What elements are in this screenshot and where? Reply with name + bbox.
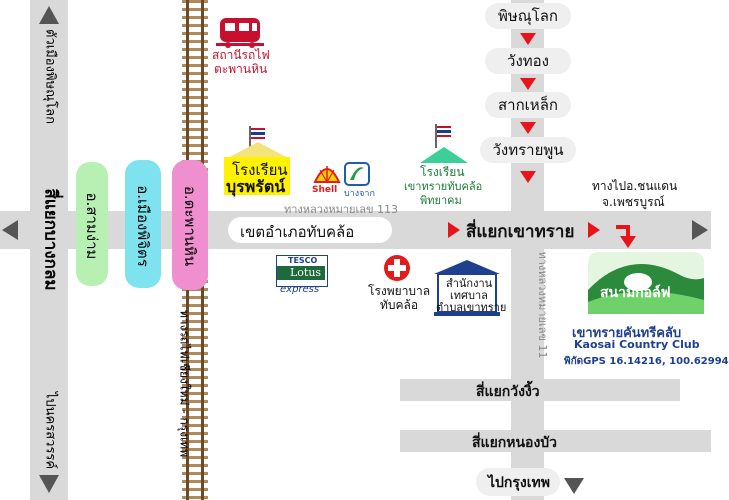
route-sak-lek: สากเหล็ก (485, 92, 571, 118)
label-school-1-line2: บุรพรัตน์ (226, 177, 286, 196)
label-school-2-line2: เขาทรายทับคล้อ (404, 180, 483, 193)
route-wang-thong: วังทอง (485, 48, 571, 74)
label-highway-113: ทางหลวงหมายเลข 113 (284, 203, 398, 216)
arrow-turn-icon (614, 224, 638, 250)
route-to-bangkok (476, 468, 560, 496)
office-building-icon (432, 258, 502, 316)
label-district-border: เขตอำเภอทับคล้อ (240, 223, 355, 241)
label-hospital-2: ทับคล้อ (380, 298, 419, 312)
label-nong-bua-junction: สี่แยกหนองบัว (472, 435, 558, 451)
label-gps: พิกัดGPS 16.14216, 100.62994 (564, 356, 729, 367)
label-office-2: เทศบาล (450, 289, 488, 302)
arrow-down-icon (520, 78, 536, 90)
label-golf-en: Kaosai Country Club (574, 338, 700, 351)
label-wang-ngio-junction: สี่แยกวังงิ้ว (476, 384, 540, 400)
label-railway: ทางรถไฟเชียงใหม่ - กรุงเทพ (177, 309, 192, 458)
arrow-right-icon (448, 222, 460, 238)
label-sam-ngam: อ.สามง่าม (83, 192, 101, 260)
arrow-down-icon (520, 33, 536, 45)
school-roof-icon (228, 142, 288, 158)
label-to-chon-daen-2: จ.เพชรบูรณ์ (602, 195, 665, 209)
pill-sam-ngam (76, 162, 108, 286)
district-border-badge (228, 217, 392, 243)
label-school-1-line1: โรงเรียน (232, 161, 288, 179)
hospital-cross-icon (383, 254, 411, 282)
label-khao-sai-junction: สี่แยกเขาทราย (466, 222, 575, 242)
label-school-2-line1: โรงเรียน (420, 165, 465, 179)
label-golf-th-2: เขาทรายคันทรีคลับ (572, 326, 682, 341)
label-lotus: Lotus (290, 266, 322, 279)
tesco-lotus-logo (276, 255, 328, 287)
label-to-nakhon-sawan: ไปนครสวรรค์ (42, 391, 58, 470)
arrow-left-icon (2, 220, 18, 240)
school-roof-icon (420, 147, 468, 163)
school-1-box (224, 157, 290, 195)
train-icon (212, 12, 268, 50)
arrow-down-icon (520, 122, 536, 134)
arrow-down-icon (564, 478, 584, 494)
label-highway-11: ทางหลวงหมายเลข 11 (536, 251, 549, 359)
shell-logo-icon (312, 162, 342, 186)
label-office-3: ตำบลเขาทราย (436, 301, 507, 314)
label-bangchak: บางจาก (344, 189, 375, 199)
label-school-2-line3: พิทยาคม (420, 194, 462, 207)
label-shell: Shell (312, 185, 338, 195)
label-to-chon-daen-1: ทางไปอ.ชนแดน (592, 179, 678, 193)
golf-logo (588, 252, 704, 314)
label-tesco: TESCO (288, 256, 318, 265)
route-wang-sai-phun: วังทรายพูน (480, 137, 576, 163)
label-bang-klom-junction: สี่แยกบางกลม (40, 188, 61, 291)
label-taphan-hin: อ.ตะพานหิน (181, 185, 199, 267)
label-station-2: ตะพานหิน (214, 62, 268, 76)
arrow-down-icon (520, 171, 536, 183)
label-hospital-1: โรงพยาบาล (368, 284, 431, 298)
label-mueang-phichit: อ.เมืองพิจิตร (134, 185, 152, 267)
left-road-vertical (30, 0, 68, 500)
arrow-right-icon (588, 222, 600, 238)
label-station-1: สถานีรถไฟ (212, 48, 270, 62)
label-office-1: สำนักงาน (446, 277, 493, 290)
arrow-down-icon (39, 475, 59, 493)
flag-icon (434, 124, 454, 148)
label-to-bangkok: ไปกรุงเทพ (488, 475, 551, 491)
bangchak-logo-icon (344, 162, 370, 186)
arrow-up-icon (39, 6, 59, 24)
label-express: express (280, 284, 320, 295)
arrow-right-icon (692, 220, 708, 240)
road-nong-bua (400, 430, 711, 452)
pill-taphan-hin (172, 160, 208, 290)
pill-mueang-phichit (125, 160, 161, 288)
route-phitsanulok: พิษณุโลก (485, 3, 571, 29)
lotus-box (277, 266, 325, 280)
label-city-phitsanulok: ตัวเมืองพิษณุโลก (42, 29, 58, 124)
label-golf-th-1: สนามกอล์ฟ (600, 285, 671, 301)
road-wang-ngio (400, 379, 680, 401)
